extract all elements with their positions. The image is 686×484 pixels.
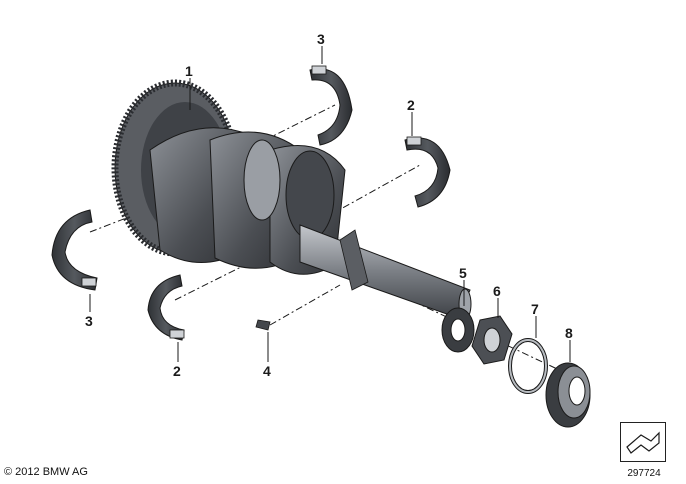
callout-5: 5 [459,265,467,281]
callout-4: 4 [263,363,271,379]
callout-2-lower: 2 [173,363,181,379]
bearing-shell-3-upper [309,65,353,146]
callout-leaders [89,46,571,362]
callout-numbers: 1 2 2 3 3 4 5 6 7 8 [85,31,573,379]
ball-bearing [545,362,591,428]
bearing-shell-2-upper [404,136,451,208]
arrow-symbol-icon [626,431,660,454]
bearing-shell-3-lower [51,209,98,291]
bearing-shell-2-lower [147,274,185,341]
callout-2-upper: 2 [407,97,415,113]
circlip [508,338,548,394]
callout-1: 1 [185,63,193,79]
callout-7: 7 [531,301,539,317]
woodruff-key [255,319,271,331]
collar-nut [471,315,513,365]
callout-8: 8 [565,325,573,341]
crankshaft-body [149,127,346,275]
copyright-text: © 2012 BMW AG [4,466,88,478]
callout-3-upper: 3 [317,31,325,47]
crankshaft-shaft [299,224,472,320]
reference-number: 297724 [627,468,661,479]
callout-6: 6 [493,283,501,299]
callout-3-lower: 3 [85,313,93,329]
reference-symbol-box [620,422,666,462]
shaft-seal [441,307,475,353]
